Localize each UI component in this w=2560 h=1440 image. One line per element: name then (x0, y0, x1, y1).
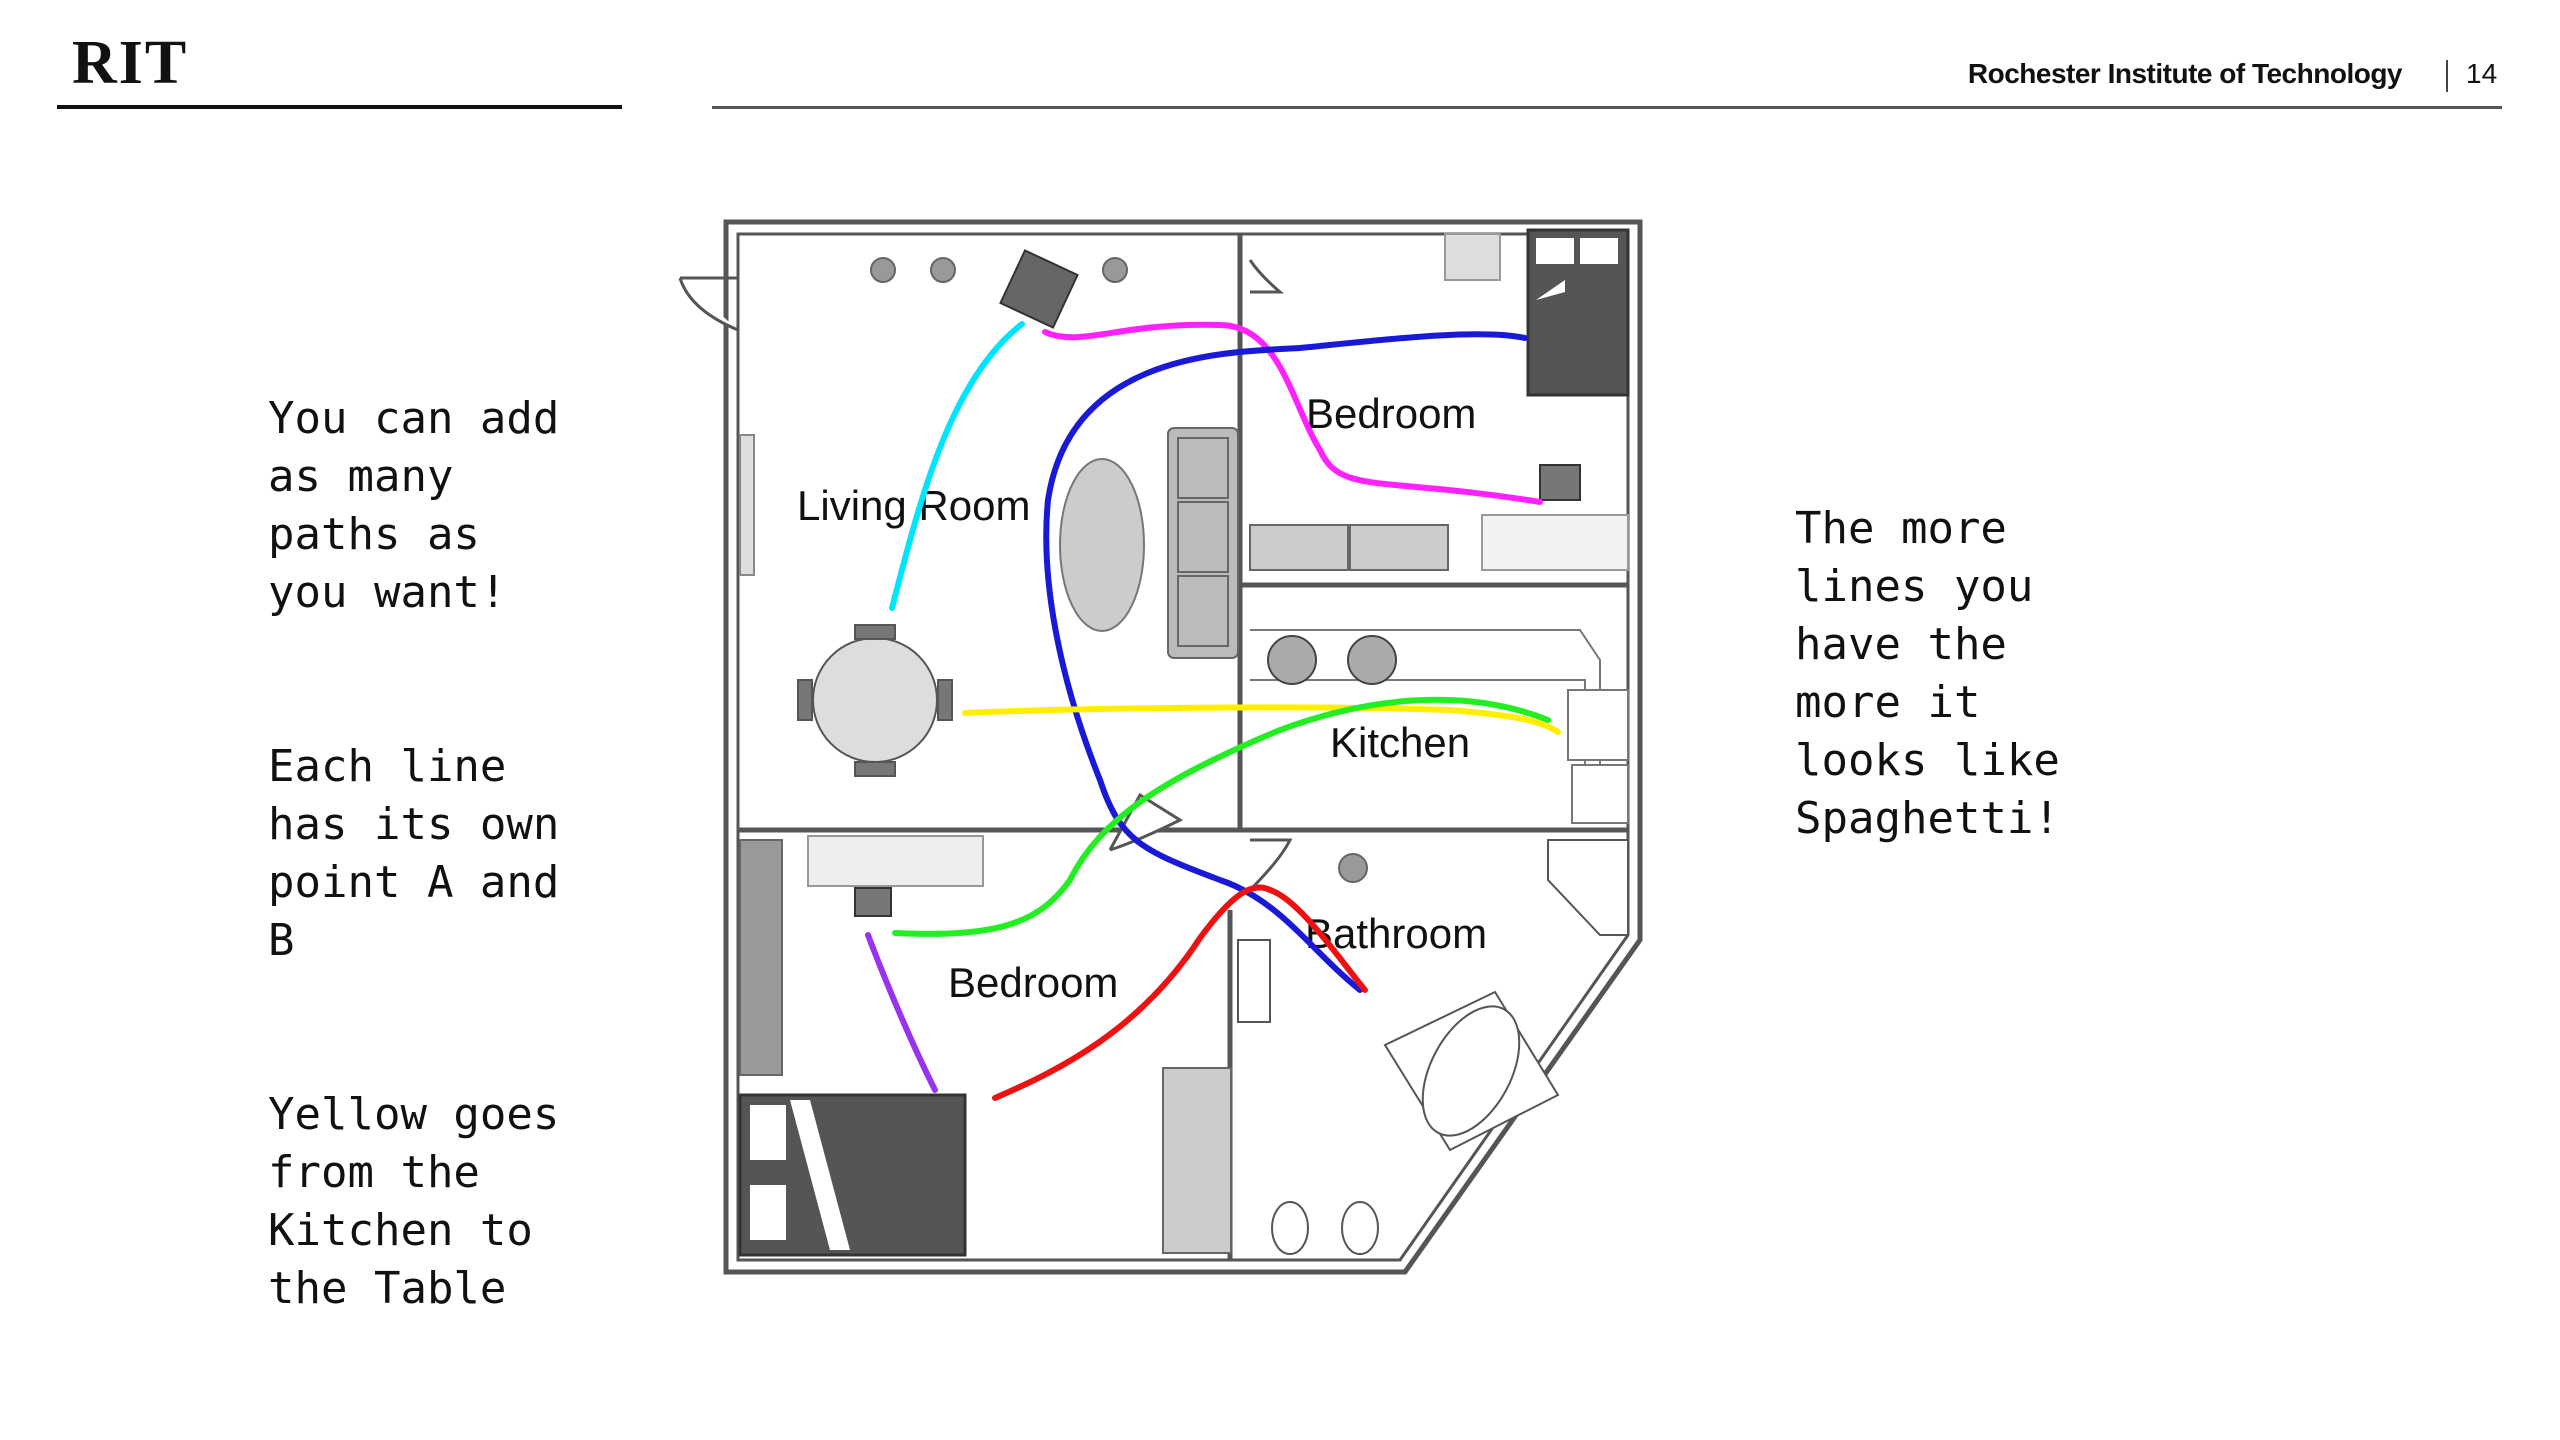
path-magenta (1042, 321, 1543, 505)
left-paragraph-1: You can add as many paths as you want! (268, 393, 560, 618)
chair-bedroom-top (1539, 464, 1581, 501)
coffee-table (1059, 458, 1145, 632)
desk-top-right (1481, 514, 1629, 571)
bathroom-fixtures (1237, 839, 1629, 1255)
sofa (1167, 427, 1239, 659)
label-bedroom-top: Bedroom (1306, 390, 1476, 437)
desk-bottom (807, 835, 984, 887)
right-paragraph-1: The more lines you have the more it look… (1795, 503, 2060, 844)
left-text-block: You can add as many paths as you want! E… (268, 332, 608, 1434)
desk-chair-bottom (854, 887, 892, 917)
path-red (992, 884, 1368, 1101)
left-paragraph-3: Yellow goes from the Kitchen to the Tabl… (268, 1089, 560, 1314)
rit-logo: RIT (72, 29, 189, 97)
institution-name: Rochester Institute of Technology (1967, 58, 2403, 89)
page-number: 14 (2466, 58, 2498, 89)
nightstand (1444, 233, 1501, 281)
header-rule-left (57, 105, 622, 109)
plant-icons (870, 257, 1368, 883)
dresser (1249, 524, 1449, 571)
floor-plan: Living Room Bedroom Kitchen Bathroom Bed… (678, 219, 1643, 1275)
path-green (892, 696, 1551, 937)
right-text-block: The more lines you have the more it look… (1795, 442, 2215, 964)
bed-bottom-left (738, 1093, 967, 1257)
path-purple (865, 932, 938, 1093)
tv (739, 434, 755, 576)
header-rule-right (712, 106, 2502, 109)
path-cyan (889, 321, 1025, 611)
kitchen-stools (1267, 635, 1397, 685)
label-bedroom-bottom: Bedroom (948, 959, 1118, 1006)
kitchen-counter (1250, 629, 1629, 824)
wardrobe (739, 839, 783, 1076)
dining-table (797, 624, 953, 777)
label-kitchen: Kitchen (1330, 719, 1470, 766)
bed-top-right (1526, 228, 1630, 397)
cabinet-bottom (1162, 1067, 1232, 1254)
header-divider (2446, 60, 2448, 92)
left-paragraph-2: Each line has its own point A and B (268, 741, 560, 966)
path-blue (1043, 331, 1528, 993)
armchair-top (999, 249, 1079, 329)
